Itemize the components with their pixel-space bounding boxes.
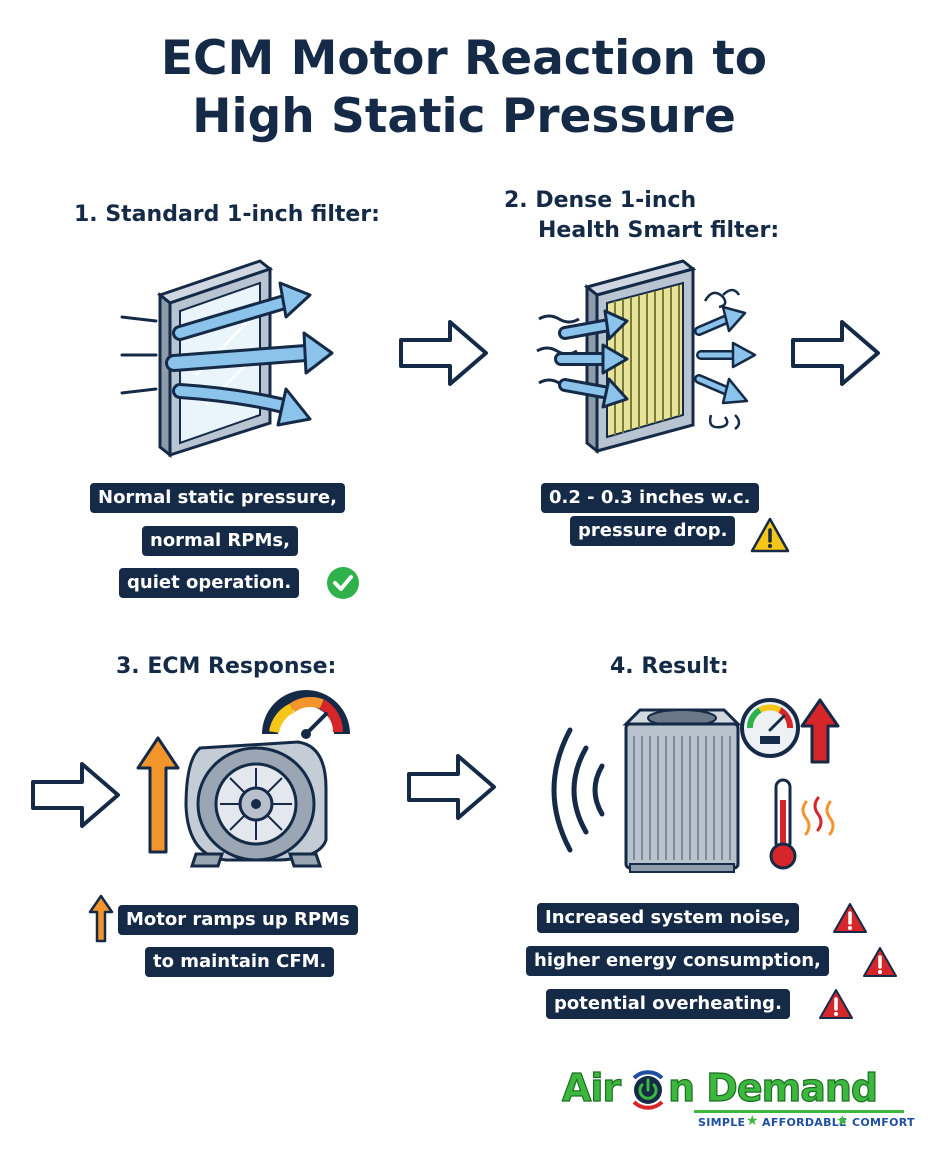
- step-2-heading: 2. Dense 1-inch Health Smart filter:: [504, 188, 780, 243]
- step-4-callout-2: higher energy consumption,: [526, 946, 829, 976]
- step-1-callout-3: quiet operation.: [119, 568, 300, 598]
- flow-arrow-4-icon: [407, 754, 496, 820]
- step-4-callout-3: potential overheating.: [546, 989, 790, 1019]
- star-icon: ★: [836, 1113, 849, 1129]
- step-3-callout-2: to maintain CFM.: [145, 947, 335, 977]
- title-line-2: High Static Pressure: [192, 89, 736, 144]
- warning-icon: [750, 517, 790, 553]
- step-3-heading: 3. ECM Response:: [116, 654, 337, 679]
- step-4-callout-1: Increased system noise,: [537, 903, 799, 933]
- alert-icon-2: [863, 947, 897, 977]
- step-2-callout-1: 0.2 - 0.3 inches w.c.: [541, 483, 759, 513]
- check-icon: [327, 567, 359, 599]
- standard-filter-icon: [120, 259, 334, 459]
- step-1-callout-2: normal RPMs,: [142, 526, 298, 556]
- up-arrow-icon: [88, 894, 114, 943]
- page-title: ECM Motor Reaction to High Static Pressu…: [0, 30, 928, 146]
- logo-tag-simple: SIMPLE: [698, 1116, 746, 1129]
- logo-brand-right: n Demand: [667, 1065, 878, 1110]
- logo-tag-comfort: COMFORT: [852, 1116, 915, 1129]
- step-2-callout-2: pressure drop.: [570, 516, 736, 546]
- flow-arrow-3-icon: [31, 762, 120, 828]
- dense-filter-icon: [536, 259, 757, 455]
- power-button-icon: [632, 1070, 664, 1110]
- ac-unit-icon: [551, 698, 840, 873]
- air-on-demand-logo: Air n Demand SIMPLE ★ AFFORDABLE ★ COMFO…: [560, 1065, 914, 1136]
- star-icon: ★: [746, 1113, 759, 1129]
- logo-brand-left: Air: [561, 1065, 621, 1110]
- alert-icon-1: [833, 903, 867, 933]
- title-line-1: ECM Motor Reaction to: [160, 31, 768, 86]
- blower-motor-icon: [136, 690, 350, 868]
- alert-icon-3: [819, 989, 853, 1019]
- step-1-callout-1: Normal static pressure,: [90, 483, 345, 513]
- flow-arrow-1-icon: [399, 320, 488, 386]
- step-3-callout-1: Motor ramps up RPMs: [118, 905, 358, 935]
- logo-tag-affordable: AFFORDABLE: [762, 1116, 847, 1129]
- step-4-heading: 4. Result:: [610, 654, 729, 679]
- step-1-heading: 1. Standard 1-inch filter:: [74, 202, 380, 227]
- logo-underline: [694, 1110, 904, 1113]
- flow-arrow-2-icon: [791, 320, 880, 386]
